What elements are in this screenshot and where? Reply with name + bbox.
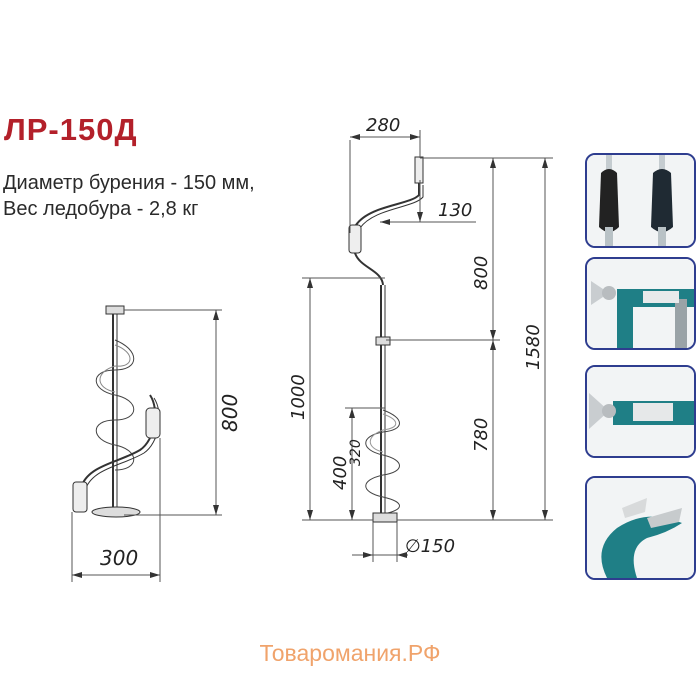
dim-diameter: ∅150 — [405, 536, 455, 557]
folded-auger — [72, 305, 161, 518]
dim-auger-length: 780 — [471, 418, 492, 452]
drill-diameter-spec: Диаметр бурения - 150 мм, — [3, 172, 255, 194]
model-title: ЛР-150Д — [4, 112, 138, 147]
dim-folded-width: 300 — [100, 546, 138, 570]
dim-handle-width: 280 — [366, 115, 400, 136]
dim-offset: 130 — [438, 200, 472, 221]
thumb-cutting-blades — [585, 476, 696, 580]
dim-spiral-length-hidden: 320 — [348, 439, 364, 466]
assembled-auger — [348, 156, 424, 523]
thumb-folding-joint-open — [585, 257, 696, 350]
thumb-folding-joint-closed — [585, 365, 696, 458]
weight-spec: Вес ледобура - 2,8 кг — [3, 198, 199, 220]
thumb-handle-grips — [585, 153, 696, 248]
dim-total-length: 1580 — [523, 324, 544, 370]
dim-folded-length: 800 — [218, 394, 242, 432]
dim-upper-length: 800 — [471, 256, 492, 290]
dim-lower-length: 1000 — [288, 374, 309, 420]
dim-spiral-length: 400 — [330, 456, 351, 490]
watermark: Товаромания.РФ — [259, 640, 441, 666]
